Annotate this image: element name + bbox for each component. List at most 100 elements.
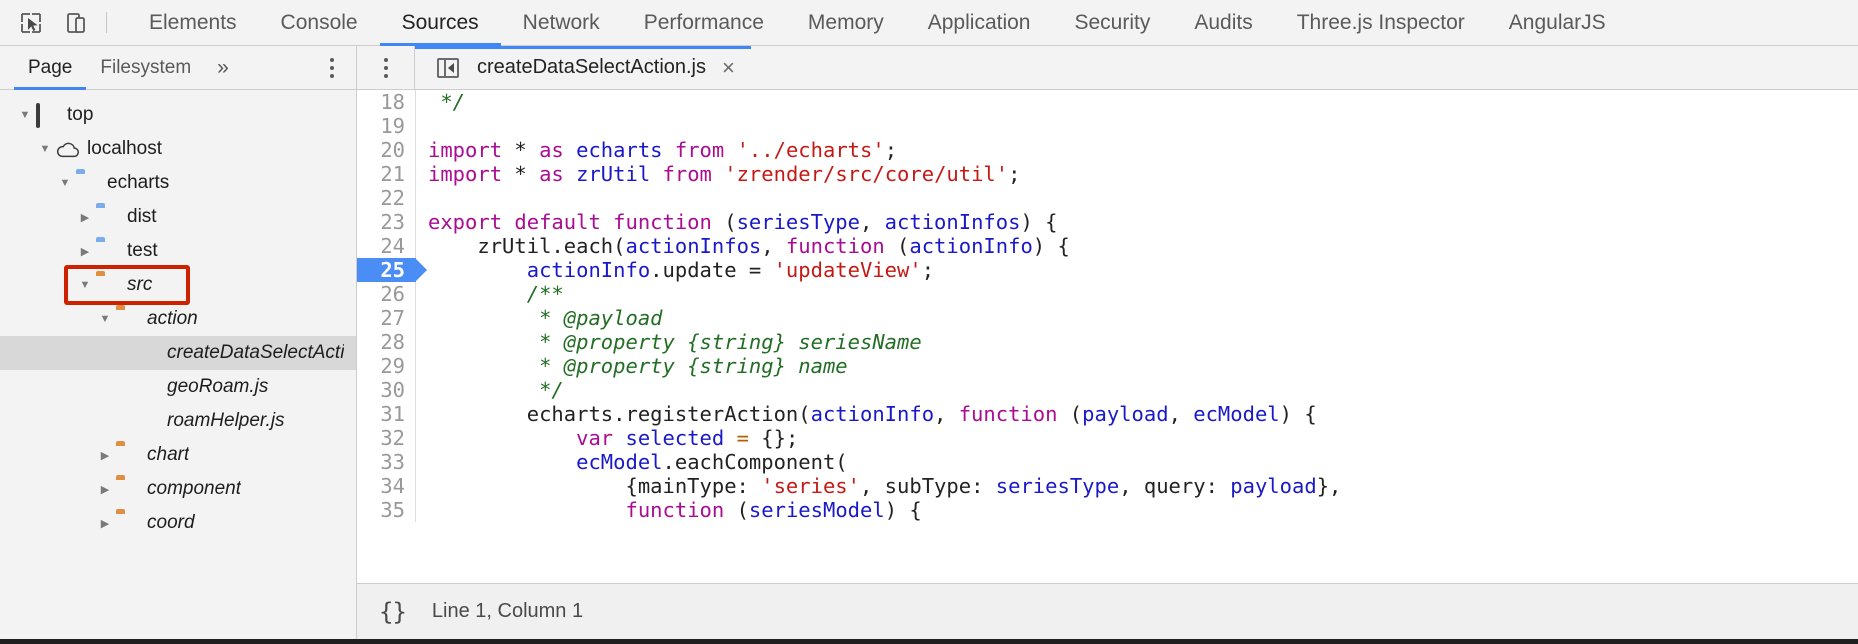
- pretty-print-icon[interactable]: {}: [379, 597, 407, 626]
- code-line[interactable]: 35 function (seriesModel) {: [357, 498, 1858, 522]
- code-token-pln: [428, 258, 527, 282]
- code-line[interactable]: 31 echarts.registerAction(actionInfo, fu…: [357, 402, 1858, 426]
- code-line[interactable]: 28 * @property {string} seriesName: [357, 330, 1858, 354]
- line-number[interactable]: 28: [357, 330, 415, 354]
- code-token-pln: ;: [884, 138, 898, 162]
- tab-audits[interactable]: Audits: [1172, 0, 1274, 45]
- tab-performance[interactable]: Performance: [622, 0, 786, 45]
- file-tab-createdataselectaction[interactable]: createDataSelectAction.js ×: [415, 46, 751, 89]
- code-line[interactable]: 32 var selected = {};: [357, 426, 1858, 450]
- line-number[interactable]: 30: [357, 378, 415, 402]
- chevron-down-icon[interactable]: ▼: [79, 279, 91, 291]
- line-number[interactable]: 21: [357, 162, 415, 186]
- code-token-pln: (: [884, 234, 910, 258]
- line-number[interactable]: 24: [357, 234, 415, 258]
- line-number[interactable]: 20: [357, 138, 415, 162]
- tree-item-src[interactable]: ▼src: [0, 268, 356, 302]
- chevron-right-icon[interactable]: ▶: [80, 245, 90, 258]
- tree-item-top[interactable]: ▼top: [0, 98, 356, 132]
- navigator-panel: Page Filesystem » ▼top▼localhost▼echarts…: [0, 46, 357, 639]
- chevron-right-icon[interactable]: ▶: [80, 211, 90, 224]
- tab-threejs-inspector[interactable]: Three.js Inspector: [1275, 0, 1487, 45]
- chevron-down-icon[interactable]: ▼: [39, 143, 51, 155]
- line-number[interactable]: 19: [357, 114, 415, 138]
- inspect-cursor-icon[interactable]: [8, 0, 54, 45]
- tab-label: Audits: [1194, 10, 1253, 34]
- tab-angularjs[interactable]: AngularJS: [1487, 0, 1628, 45]
- line-number[interactable]: 31: [357, 402, 415, 426]
- gutter-divider: [415, 162, 416, 186]
- code-line[interactable]: 27 * @payload: [357, 306, 1858, 330]
- code-line[interactable]: 33 ecModel.eachComponent(: [357, 450, 1858, 474]
- tab-application[interactable]: Application: [906, 0, 1053, 45]
- line-number[interactable]: 35: [357, 498, 415, 522]
- code-line[interactable]: 30 */: [357, 378, 1858, 402]
- line-number[interactable]: 23: [357, 210, 415, 234]
- code-token-pln: [650, 162, 662, 186]
- code-line[interactable]: 26 /**: [357, 282, 1858, 306]
- subtab-page[interactable]: Page: [14, 46, 87, 90]
- code-line[interactable]: 19: [357, 114, 1858, 138]
- tab-security[interactable]: Security: [1052, 0, 1172, 45]
- code-token-pln: (: [711, 210, 737, 234]
- tab-console[interactable]: Console: [259, 0, 380, 45]
- line-number[interactable]: 25: [357, 258, 427, 282]
- code-token-pln: [564, 162, 576, 186]
- folder-icon: [116, 513, 138, 533]
- tab-memory[interactable]: Memory: [786, 0, 906, 45]
- tree-item-localhost[interactable]: ▼localhost: [0, 132, 356, 166]
- tree-item-dist[interactable]: ▶dist: [0, 200, 356, 234]
- line-number[interactable]: 29: [357, 354, 415, 378]
- code-token-str: 'updateView': [773, 258, 922, 282]
- code-line[interactable]: 18 */: [357, 90, 1858, 114]
- tree-item-chart[interactable]: ▶chart: [0, 438, 356, 472]
- tree-item-component[interactable]: ▶component: [0, 472, 356, 506]
- line-number[interactable]: 26: [357, 282, 415, 306]
- gutter-divider: [415, 186, 416, 210]
- chevron-right-icon[interactable]: ▶: [100, 517, 110, 530]
- chevron-right-icon[interactable]: ▶: [100, 449, 110, 462]
- tab-sources[interactable]: Sources: [379, 0, 501, 46]
- code-line[interactable]: 24 zrUtil.each(actionInfos, function (ac…: [357, 234, 1858, 258]
- line-number[interactable]: 18: [357, 90, 415, 114]
- line-number[interactable]: 32: [357, 426, 415, 450]
- line-number[interactable]: 22: [357, 186, 415, 210]
- tree-item-coord[interactable]: ▶coord: [0, 506, 356, 540]
- tree-item-createdataselectacti[interactable]: ▶createDataSelectActi: [0, 336, 356, 370]
- navigator-options-icon[interactable]: [326, 54, 338, 82]
- more-tabs-icon[interactable]: »: [217, 56, 229, 79]
- line-number[interactable]: 33: [357, 450, 415, 474]
- close-icon[interactable]: ×: [722, 54, 735, 80]
- chevron-down-icon[interactable]: ▼: [59, 177, 71, 189]
- device-toolbar-icon[interactable]: [54, 0, 100, 45]
- collapse-sidebar-icon[interactable]: [437, 57, 459, 78]
- tree-item-georoam-js[interactable]: ▶geoRoam.js: [0, 370, 356, 404]
- code-line[interactable]: 22: [357, 186, 1858, 210]
- code-line[interactable]: 29 * @property {string} name: [357, 354, 1858, 378]
- chevron-right-icon[interactable]: ▶: [100, 483, 110, 496]
- line-number[interactable]: 27: [357, 306, 415, 330]
- gutter-divider: [415, 210, 416, 234]
- gutter-divider: [415, 354, 416, 378]
- chevron-down-icon[interactable]: ▼: [19, 109, 31, 121]
- tree-item-test[interactable]: ▶test: [0, 234, 356, 268]
- code-token-pln: {};: [748, 426, 799, 450]
- tree-item-roamhelper-js[interactable]: ▶roamHelper.js: [0, 404, 356, 438]
- line-number[interactable]: 34: [357, 474, 415, 498]
- tab-elements[interactable]: Elements: [127, 0, 259, 45]
- code-line[interactable]: 25 actionInfo.update = 'updateView';: [357, 258, 1858, 282]
- editor-options-icon[interactable]: [357, 46, 415, 89]
- tab-network[interactable]: Network: [501, 0, 622, 45]
- tree-item-action[interactable]: ▼action: [0, 302, 356, 336]
- tab-label: AngularJS: [1508, 10, 1606, 34]
- code-line[interactable]: 34 {mainType: 'series', subType: seriesT…: [357, 474, 1858, 498]
- chevron-down-icon[interactable]: ▼: [99, 313, 111, 325]
- subtab-filesystem[interactable]: Filesystem: [86, 46, 205, 89]
- tree-item-echarts[interactable]: ▼echarts: [0, 166, 356, 200]
- code-line-text: /**: [428, 282, 564, 306]
